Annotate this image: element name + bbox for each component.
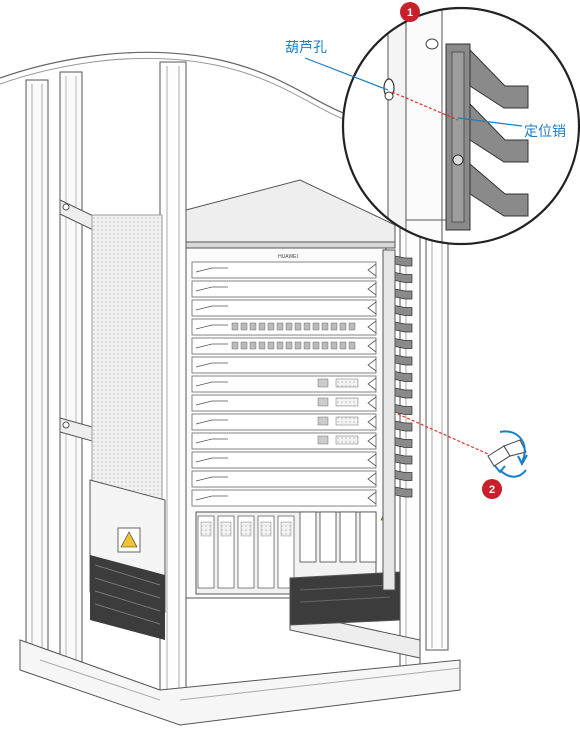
gourd-hole-label: 葫芦孔	[285, 40, 327, 56]
cabinet-top-arch	[0, 51, 373, 119]
power-module	[339, 511, 357, 563]
cable-management-bracket	[394, 255, 413, 498]
board-slot	[191, 356, 377, 374]
left-side-frame	[59, 71, 83, 683]
chassis-top	[185, 179, 396, 243]
board-slot	[191, 375, 377, 393]
board-slot	[191, 451, 377, 469]
board-slot	[191, 261, 377, 279]
side-vent-panel	[91, 214, 163, 516]
board-slot	[191, 432, 377, 450]
board-slot	[191, 337, 377, 355]
step-2-badge: 2	[482, 479, 502, 499]
board-slot	[191, 394, 377, 412]
gourd-hole-leader	[304, 57, 389, 91]
screw-guide-line	[397, 413, 489, 455]
power-module	[319, 511, 337, 563]
side-power-module	[89, 479, 166, 640]
alignment-line	[391, 91, 459, 121]
board-slot	[191, 280, 377, 298]
board-slot	[191, 299, 377, 317]
board-slot	[191, 318, 377, 336]
screwdriver	[487, 430, 528, 478]
locating-pin-leader	[457, 117, 523, 127]
rear-left-post	[25, 79, 49, 671]
svg-text:2: 2	[489, 484, 495, 496]
power-module	[299, 511, 317, 563]
svg-text:1: 1	[407, 7, 413, 19]
board-slot	[191, 413, 377, 431]
chassis: HUAWEI	[185, 179, 401, 626]
board-slots	[191, 261, 377, 507]
fan-tray	[289, 571, 401, 626]
mounting-ear	[382, 249, 396, 591]
power-module	[359, 511, 377, 563]
rotate-arrow-icon	[499, 430, 526, 463]
locating-pin	[452, 154, 464, 166]
cabinet-base	[19, 611, 461, 726]
step-1-badge: 1	[400, 2, 420, 22]
brand-logo: HUAWEI	[278, 254, 298, 260]
detail-callout	[304, 6, 580, 246]
gourd-hole	[383, 78, 395, 101]
board-slot	[191, 470, 377, 488]
board-slot	[191, 489, 377, 507]
locating-pin-label: 定位销	[524, 124, 566, 140]
